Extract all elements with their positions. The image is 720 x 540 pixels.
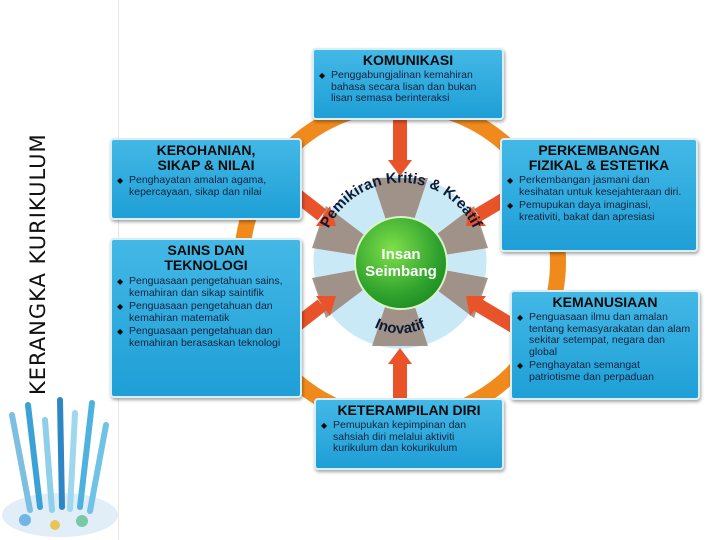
center-balanced-person: Insan Seimbang <box>354 216 448 310</box>
box-komunikasi-title: KOMUNIKASI <box>362 52 454 68</box>
box-perkembangan-title-line2: FIZIKAL & ESTETIKA <box>528 157 670 173</box>
box-sains-title-line2: TEKNOLOGI <box>164 257 248 273</box>
box-keterampilan-list: Pemupukan kepimpinan dan sahsiah diri me… <box>321 419 497 455</box>
list-item: Pemupukan kepimpinan dan sahsiah diri me… <box>321 419 497 455</box>
arrowheads <box>316 160 486 364</box>
box-perkembangan-list: Perkembangan jasmani dan kesihatan untuk… <box>507 174 691 223</box>
box-keterampilan-title: KETERAMPILAN DIRI <box>337 402 481 418</box>
box-kerohanian-list: Penghayatan amalan agama, kepercayaan, s… <box>117 174 295 198</box>
center-label-line1: Insan <box>381 246 421 263</box>
colored-pencils-image <box>2 397 118 537</box>
list-item: Penggabungjalinan kemahiran bahasa secar… <box>319 69 497 105</box>
box-sains-list: Penguasaan pengetahuan sains, kemahiran … <box>117 275 295 349</box>
arc-label-innovative: Inovatif <box>373 315 429 337</box>
box-kerohanian-title-line1: KEROHANIAN, <box>156 142 256 158</box>
list-item: Penguasaan ilmu dan amalan tentang kemas… <box>517 311 693 358</box>
list-item: Penguasaan pengetahuan dan kemahiran ber… <box>117 325 295 349</box>
list-item: Penguasaan pengetahuan sains, kemahiran … <box>117 275 295 299</box>
box-kemanusiaan-title: KEMANUSIAAN <box>552 294 658 310</box>
list-item: Pemupukan daya imaginasi, kreativiti, ba… <box>507 199 691 223</box>
list-item: Penghayatan amalan agama, kepercayaan, s… <box>117 174 295 198</box>
box-kerohanian: KEROHANIAN, SIKAP & NILAI Penghayatan am… <box>110 138 302 220</box>
list-item: Penghayatan semangat patriotisme dan per… <box>517 359 693 383</box>
box-kemanusiaan-list: Penguasaan ilmu dan amalan tentang kemas… <box>517 311 693 383</box>
box-keterampilan-diri: KETERAMPILAN DIRI Pemupukan kepimpinan d… <box>314 398 504 470</box>
list-item: Penguasaan pengetahuan dan kemahiran mat… <box>117 300 295 324</box>
box-perkembangan: PERKEMBANGAN FIZIKAL & ESTETIKA Perkemba… <box>500 138 698 252</box>
box-komunikasi: KOMUNIKASI Penggabungjalinan kemahiran b… <box>312 48 504 120</box>
box-perkembangan-title-line1: PERKEMBANGAN <box>538 142 660 158</box>
box-sains-teknologi: SAINS DAN TEKNOLOGI Penguasaan pengetahu… <box>110 238 302 398</box>
list-item: Perkembangan jasmani dan kesihatan untuk… <box>507 174 691 198</box>
sidebar: KERANGKA KURIKULUM <box>0 0 119 540</box>
box-kemanusiaan: KEMANUSIAAN Penguasaan ilmu dan amalan t… <box>510 290 700 400</box>
center-label-line2: Seimbang <box>365 263 437 280</box>
box-komunikasi-list: Penggabungjalinan kemahiran bahasa secar… <box>319 69 497 105</box>
box-kerohanian-title-line2: SIKAP & NILAI <box>157 157 255 173</box>
box-sains-title-line1: SAINS DAN <box>167 242 245 258</box>
